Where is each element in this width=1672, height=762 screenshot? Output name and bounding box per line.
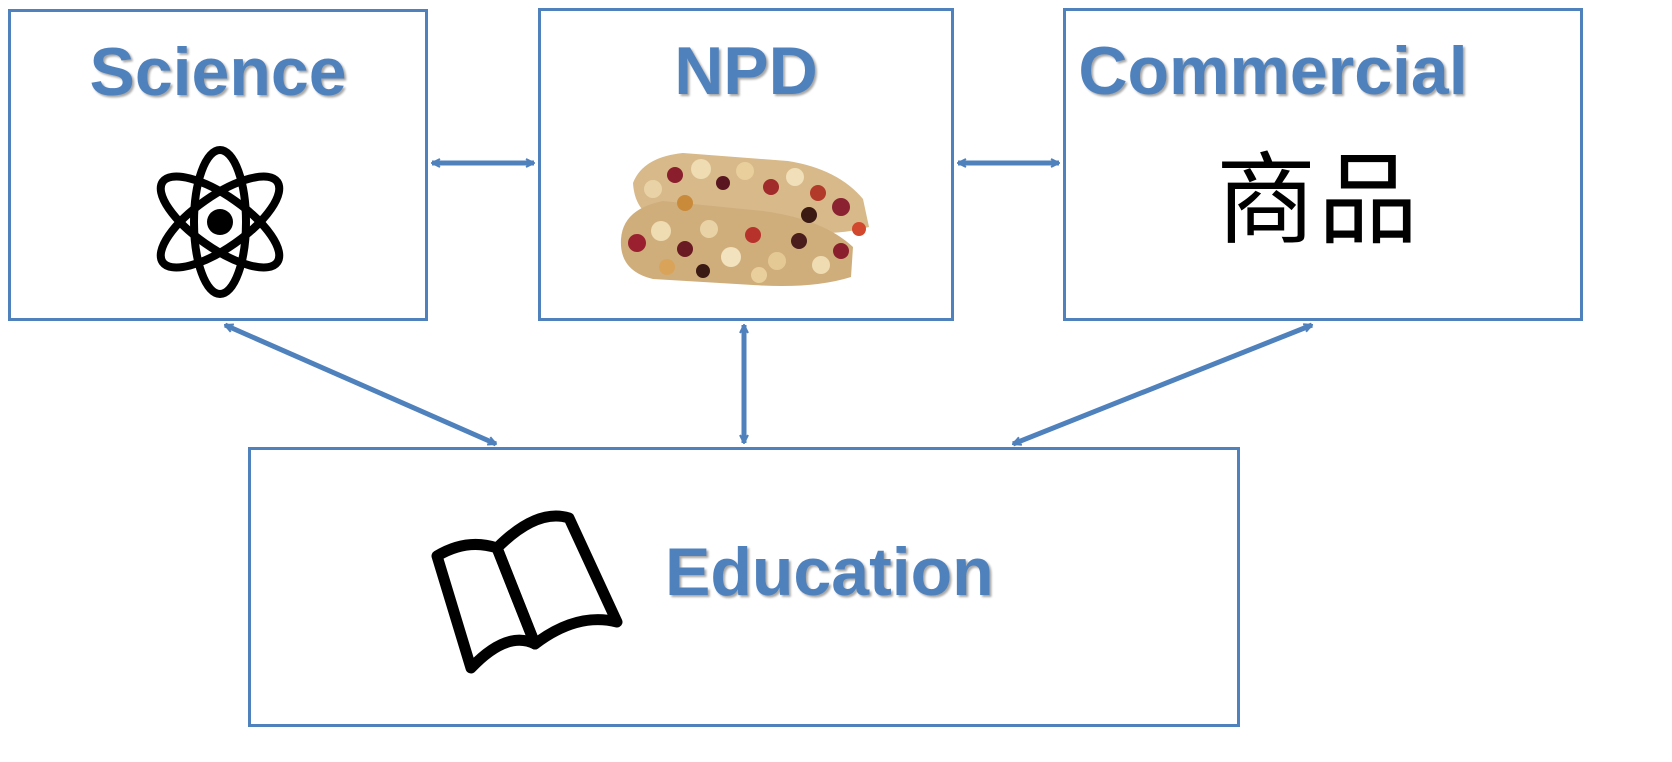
commercial-box: Commercial 商品 (1063, 8, 1583, 321)
npd-title: NPD (674, 33, 818, 109)
science-box: Science (8, 9, 428, 321)
atom-icon (156, 146, 284, 298)
science-title: Science (89, 34, 347, 110)
open-book-icon (431, 510, 623, 674)
arrow-commercial-education (1013, 322, 1312, 447)
education-box: Education (248, 447, 1240, 727)
granola-bar-image (620, 153, 869, 286)
arrow-science-education (225, 322, 496, 447)
education-title: Education (665, 534, 994, 610)
commercial-title: Commercial (1078, 33, 1468, 109)
npd-box: NPD (538, 8, 954, 321)
commercial-kanji: 商品 (1216, 142, 1420, 259)
